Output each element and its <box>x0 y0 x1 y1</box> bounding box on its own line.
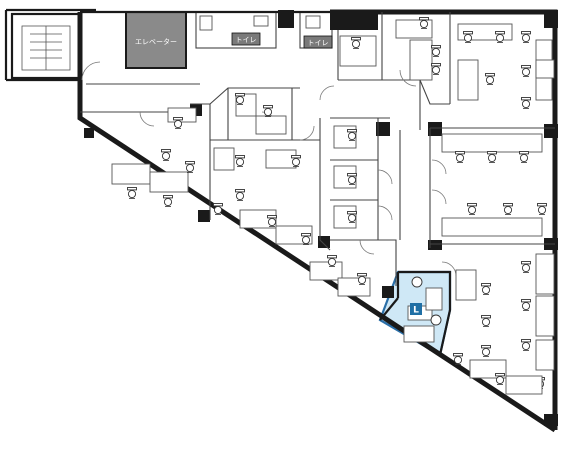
desk <box>239 209 277 229</box>
chair <box>521 97 531 109</box>
desk <box>111 163 151 185</box>
doors <box>81 61 457 277</box>
chair <box>263 105 273 117</box>
desk <box>409 39 433 81</box>
chair <box>161 149 171 161</box>
toilet-left-label: トイレ <box>236 36 257 44</box>
toilet-area-left: トイレ <box>195 11 277 49</box>
desk <box>441 217 543 237</box>
desk <box>149 171 189 193</box>
elevator-label: エレベーター <box>135 37 177 46</box>
desk <box>457 59 479 101</box>
chair <box>521 339 531 351</box>
l-marker-badge[interactable]: L <box>410 303 422 316</box>
chair <box>173 117 183 129</box>
chair <box>431 63 441 75</box>
stairwell <box>10 12 82 80</box>
desk <box>403 325 435 343</box>
chair <box>235 189 245 201</box>
chair <box>455 151 465 163</box>
desk <box>265 149 297 169</box>
chair <box>481 345 491 357</box>
chair <box>521 299 531 311</box>
desk <box>455 269 477 301</box>
chair <box>537 203 547 215</box>
chair <box>347 211 357 223</box>
elevator: エレベーター <box>125 11 187 69</box>
chair <box>503 203 513 215</box>
chair <box>481 283 491 295</box>
toilet-right-label: トイレ <box>308 39 329 47</box>
chair <box>357 273 367 285</box>
chair <box>453 353 463 365</box>
chair <box>467 203 477 215</box>
chair <box>521 261 531 273</box>
toilet-area-right: トイレ <box>299 11 333 49</box>
chair <box>347 173 357 185</box>
chair <box>431 45 441 57</box>
desk <box>255 115 287 135</box>
desk <box>213 147 235 171</box>
chair <box>185 161 195 173</box>
chair <box>495 373 505 385</box>
chair <box>521 65 531 77</box>
desk <box>441 133 543 153</box>
desk <box>535 339 555 371</box>
chair <box>463 31 473 43</box>
chair <box>327 255 337 267</box>
desk <box>505 375 543 395</box>
chair <box>419 17 429 29</box>
desk <box>339 35 377 67</box>
chair <box>487 151 497 163</box>
chair <box>291 155 301 167</box>
chair <box>519 151 529 163</box>
chair <box>235 155 245 167</box>
chair <box>481 315 491 327</box>
l-marker-text: L <box>413 306 419 316</box>
chair <box>301 233 311 245</box>
chair <box>127 187 137 199</box>
chair <box>521 31 531 43</box>
interior-partitions <box>80 12 555 286</box>
furniture <box>111 17 555 395</box>
chair <box>213 203 223 215</box>
desk <box>535 59 555 79</box>
desk <box>535 253 555 295</box>
chair <box>163 195 173 207</box>
chair <box>347 129 357 141</box>
desk <box>309 261 343 281</box>
chair <box>485 73 495 85</box>
chair <box>351 37 361 49</box>
chair <box>267 215 277 227</box>
chair <box>495 31 505 43</box>
chair <box>235 93 245 105</box>
desk <box>535 295 555 337</box>
